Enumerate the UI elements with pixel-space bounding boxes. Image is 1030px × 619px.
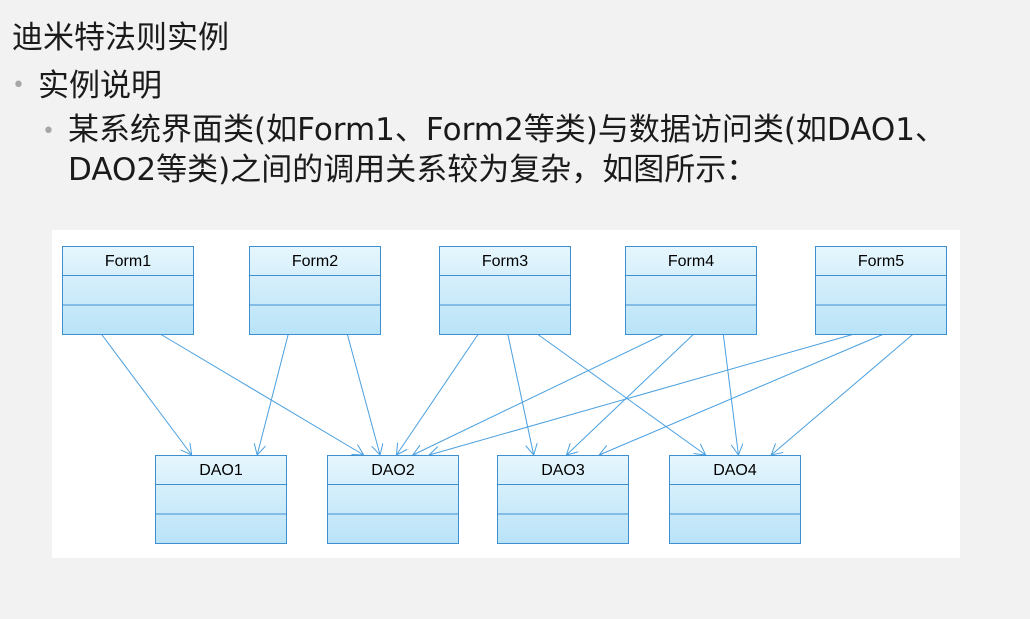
- bullet-level-1-text: 实例说明: [38, 68, 162, 104]
- class-box-dao4: DAO4: [669, 455, 801, 544]
- dependency-arrow: [599, 333, 884, 455]
- bullet-level-1: • 实例说明: [12, 66, 162, 106]
- dependency-arrow: [507, 333, 534, 455]
- dependency-arrow: [346, 333, 380, 455]
- class-box-frame: [625, 246, 757, 335]
- class-box-frame: [497, 455, 629, 544]
- class-box-form3: Form3: [439, 246, 571, 335]
- class-box-frame: [669, 455, 801, 544]
- dependency-arrow: [257, 333, 289, 455]
- slide-title: 迪米特法则实例: [12, 20, 229, 56]
- class-box-frame: [815, 246, 947, 335]
- bullet-dot-icon: •: [12, 73, 25, 98]
- dependency-arrow: [722, 333, 738, 455]
- class-name-label: DAO1: [199, 462, 243, 479]
- class-box-form1: Form1: [62, 246, 194, 335]
- class-box-frame: [439, 246, 571, 335]
- dependency-arrow: [771, 333, 914, 455]
- class-box-frame: [155, 455, 287, 544]
- class-box-frame: [62, 246, 194, 335]
- class-name-label: DAO4: [713, 462, 757, 479]
- class-name-label: Form1: [105, 253, 151, 270]
- class-box-frame: [249, 246, 381, 335]
- class-box-form4: Form4: [625, 246, 757, 335]
- class-box-form5: Form5: [815, 246, 947, 335]
- class-name-label: DAO3: [541, 462, 585, 479]
- class-box-dao2: DAO2: [327, 455, 459, 544]
- class-name-label: Form5: [858, 253, 904, 270]
- dependency-arrow: [536, 333, 705, 455]
- dependency-arrow: [429, 333, 855, 455]
- dependency-arrow: [413, 333, 665, 455]
- dependency-arrow: [100, 333, 191, 455]
- class-name-label: Form3: [482, 253, 528, 270]
- class-name-label: DAO2: [371, 462, 415, 479]
- dependency-arrow: [396, 333, 479, 455]
- class-box-dao3: DAO3: [497, 455, 629, 544]
- bullet-level-2-text: 某系统界面类(如Form1、Form2等类)与数据访问类(如DAO1、DAO2等…: [68, 112, 947, 188]
- dependency-arrow: [159, 333, 363, 455]
- class-name-label: Form2: [292, 253, 338, 270]
- class-box-frame: [327, 455, 459, 544]
- class-name-label: Form4: [668, 253, 714, 270]
- bullet-level-2: • 某系统界面类(如Form1、Form2等类)与数据访问类(如DAO1、DAO…: [42, 110, 1022, 190]
- class-box-dao1: DAO1: [155, 455, 287, 544]
- class-box-form2: Form2: [249, 246, 381, 335]
- dependency-arrow: [566, 333, 695, 455]
- bullet-dot-icon: •: [42, 119, 55, 144]
